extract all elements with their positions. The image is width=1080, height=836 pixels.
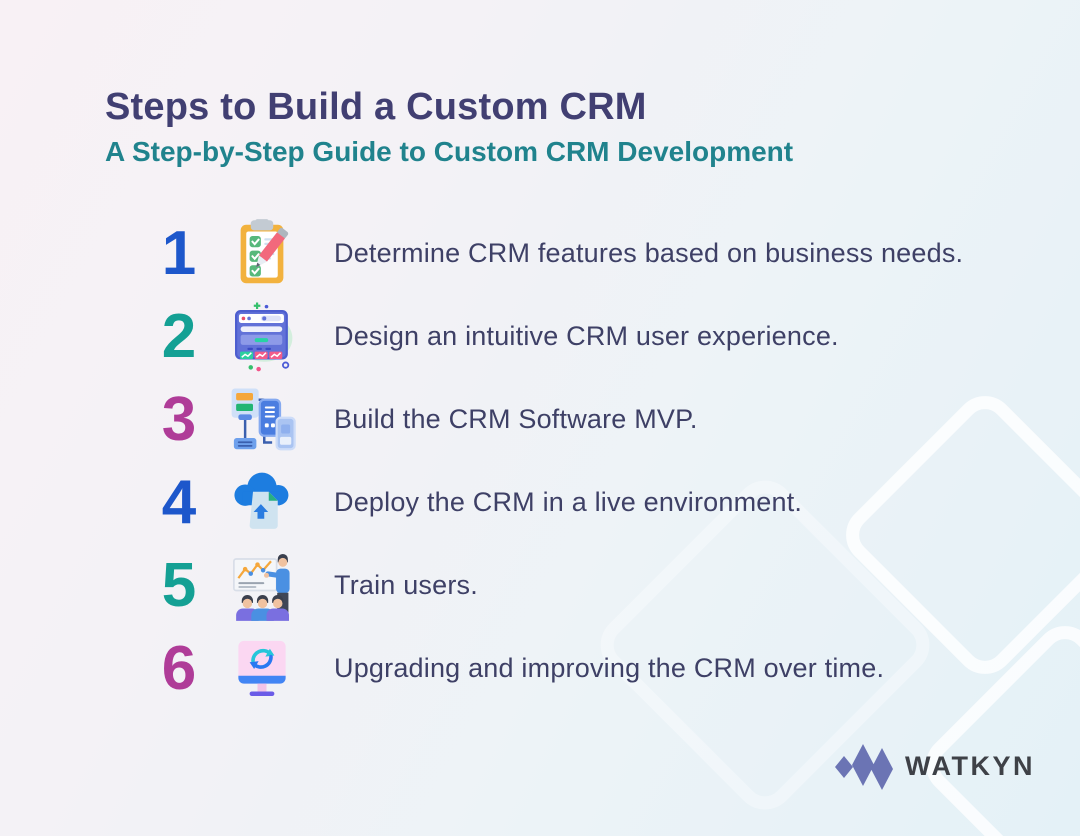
header: Steps to Build a Custom CRM A Step-by-St… [105,86,793,168]
step-number: 3 [161,384,197,454]
step-row-1: 1 [148,212,963,295]
page-subtitle: A Step-by-Step Guide to Custom CRM Devel… [105,136,794,167]
monitor-refresh-icon [226,633,298,705]
step-description: Train users. [334,570,478,600]
cloud-upload-icon [226,467,298,539]
step-description: Upgrading and improving the CRM over tim… [334,653,885,683]
step-number: 6 [161,633,197,703]
step-row-4: 4 Deploy the CRM in a live environment. [148,461,963,544]
clipboard-checklist-icon [226,218,298,290]
training-presentation-icon [226,550,298,622]
step-number: 1 [161,218,197,288]
steps-list: 1 [148,212,963,710]
step-row-3: 3 Build th [148,378,963,461]
watkyn-logo-icon [835,744,893,790]
page-title: Steps to Build a Custom CRM [105,86,647,128]
step-number: 2 [161,301,197,371]
browser-design-icon [226,301,298,373]
step-row-6: 6 Upgrading and improving the CRM over t… [148,627,963,710]
step-description: Deploy the CRM in a live environment. [334,487,803,517]
step-description: Design an intuitive CRM user experience. [334,321,839,351]
step-row-5: 5 [148,544,963,627]
brand-logo: WATKYN [833,740,1035,792]
brand-name: WATKYN [905,750,1035,781]
step-row-2: 2 [148,295,963,378]
step-number: 4 [161,467,197,537]
flowchart-devices-icon [226,384,298,456]
step-description: Build the CRM Software MVP. [334,404,698,434]
step-number: 5 [161,550,197,620]
step-description: Determine CRM features based on business… [334,238,964,268]
